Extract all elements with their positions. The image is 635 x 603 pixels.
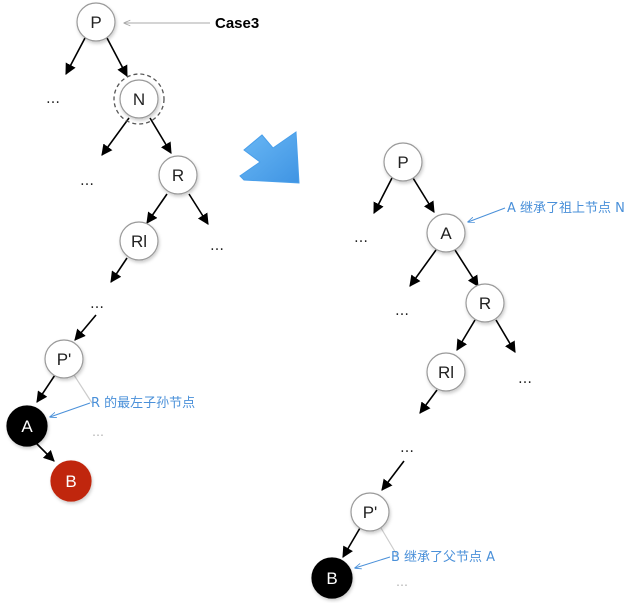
left-node-a: A (6, 405, 48, 447)
right-tree: P A R Rl P' B … … … … … A 继承了祖上节点 (311, 142, 625, 599)
left-ellipsis-3: … (210, 238, 225, 254)
right-annotation-b-line (355, 556, 391, 568)
svg-text:P: P (90, 13, 101, 32)
right-edge-a-left (409, 249, 437, 287)
right-node-b: B (311, 557, 353, 599)
n-dashed-ring (113, 73, 165, 125)
right-ellipsis-4: … (400, 440, 415, 456)
svg-text:R: R (172, 166, 184, 185)
right-edge-p-left (373, 177, 393, 214)
right-edge-dots-pprime (381, 460, 405, 491)
left-edge-p-n (106, 37, 128, 77)
svg-text:B: B (326, 569, 337, 588)
left-edge-n-left (101, 117, 130, 156)
right-node-r: R (465, 283, 505, 323)
svg-text:P': P' (363, 503, 378, 522)
right-annotation-a-line (468, 207, 506, 222)
left-edge-r-right (188, 193, 209, 225)
svg-text:Rl: Rl (131, 232, 147, 251)
right-annotation-a: A 继承了祖上节点 N (507, 201, 625, 216)
left-edge-a-b (35, 442, 55, 462)
right-ellipsis-5: … (396, 575, 409, 589)
left-annotation-line (50, 402, 91, 417)
left-annotation: R 的最左子孙节点 (91, 395, 195, 411)
right-node-p: P (383, 142, 423, 182)
left-node-rl: Rl (119, 221, 159, 261)
svg-text:P: P (397, 153, 408, 172)
left-edge-n-r (149, 117, 172, 154)
case-label: Case3 (215, 15, 259, 32)
right-edge-rl-down (419, 389, 438, 414)
left-edge-pprime-right (73, 374, 93, 404)
right-edge-r-rl (456, 319, 476, 351)
left-ellipsis-5: … (92, 425, 105, 439)
right-edge-a-r (454, 249, 479, 287)
left-node-n: N (113, 73, 165, 125)
left-edge-r-rl (146, 193, 168, 224)
transition-arrow-icon (239, 131, 300, 184)
svg-text:R: R (479, 294, 491, 313)
right-edge-r-right (495, 319, 516, 353)
right-edge-pprime-right (380, 527, 398, 556)
right-ellipsis-2: … (395, 303, 410, 319)
left-edge-p-left (65, 37, 86, 75)
right-edge-pprime-b (342, 527, 361, 558)
left-node-r: R (158, 155, 198, 195)
left-edge-rl-down (110, 257, 128, 283)
left-node-b: B (50, 460, 92, 502)
left-node-p: P (76, 2, 116, 42)
svg-text:A: A (440, 224, 452, 243)
svg-text:Rl: Rl (438, 363, 454, 382)
svg-text:A: A (21, 417, 33, 436)
left-edge-pprime-a (36, 374, 56, 403)
right-node-a: A (426, 213, 466, 253)
right-node-rl: Rl (426, 352, 466, 392)
right-ellipsis-1: … (354, 230, 369, 246)
right-node-pprime: P' (350, 492, 390, 532)
left-ellipsis-1: … (46, 91, 61, 107)
left-node-pprime: P' (44, 339, 84, 379)
left-ellipsis-4: … (90, 296, 105, 312)
right-ellipsis-3: … (518, 371, 533, 387)
right-annotation-b: B 继承了父节点 A (391, 550, 495, 565)
left-tree: Case3 P N R Rl P' A B (6, 2, 259, 502)
svg-text:P': P' (57, 350, 72, 369)
left-ellipsis-2: … (80, 173, 95, 189)
svg-text:N: N (133, 90, 145, 109)
svg-text:B: B (65, 472, 76, 491)
right-edge-p-a (412, 177, 435, 213)
left-edge-dots-pprime (74, 314, 97, 341)
